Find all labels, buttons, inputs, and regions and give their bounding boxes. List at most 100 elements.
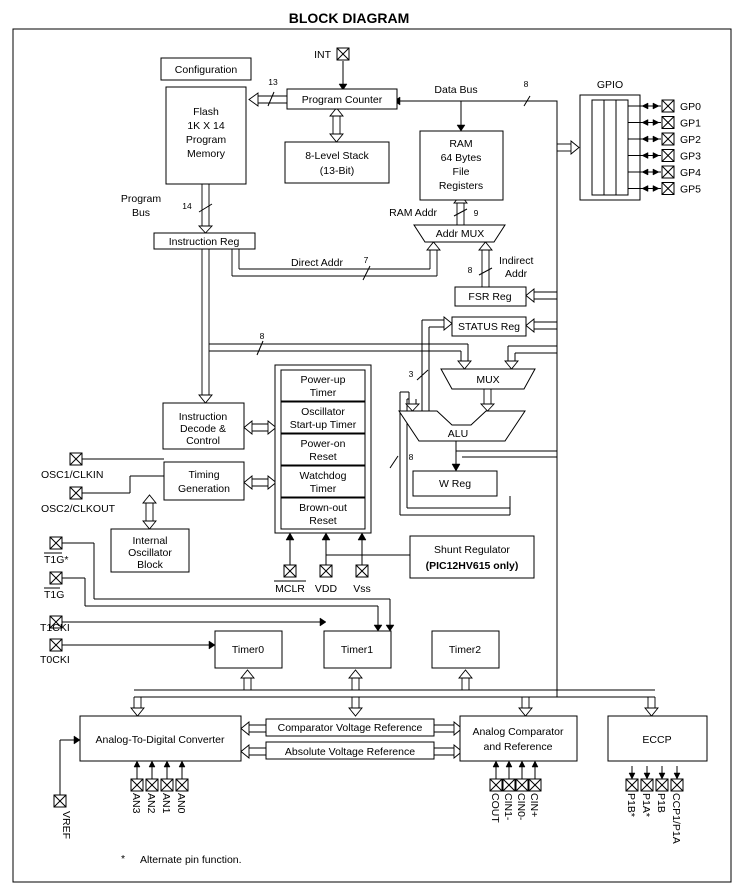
power-up-timer-label-1: Power-up [301, 374, 346, 386]
adc-arrow-2 [163, 760, 171, 768]
t0cki-label: T0CKI [40, 654, 70, 666]
flash-memory-block [165, 86, 247, 185]
osc2-pin [69, 486, 83, 500]
width-label-ram-addr: 9 [474, 208, 479, 218]
wires: 8 Data Bus 13 14 Program Bus 9 RAM Addr [59, 61, 659, 795]
configuration-label: Configuration [175, 64, 238, 76]
gpio-arrow-in-5 [641, 185, 649, 192]
mux-label: MUX [476, 374, 499, 386]
adc-arrow-0 [133, 760, 141, 768]
por-label-2: Reset [309, 451, 337, 463]
configuration-block [160, 57, 252, 81]
adc-arrow-1 [148, 760, 156, 768]
gpio-pin-gp5-cross-b [661, 182, 675, 195]
width-label-direct-addr: 7 [364, 255, 369, 265]
ram-label-3: File [453, 166, 470, 178]
adc-pin-2-cross-b [160, 778, 174, 792]
comp-pin-2-cross-b [515, 778, 529, 792]
flash-label-4: Memory [187, 148, 226, 160]
gpio-pin-label-gp1: GP1 [680, 118, 701, 130]
vref-label: VREF [60, 811, 72, 839]
diagram-title: BLOCK DIAGRAM [289, 10, 410, 26]
por-label-1: Power-on [301, 438, 346, 450]
gpio-arrow-in-1 [641, 119, 649, 126]
gpio-label: GPIO [597, 79, 623, 91]
gpio-pin-label-gp3: GP3 [680, 151, 701, 163]
gpio-arrow-in-3 [641, 152, 649, 159]
eccp-pin-3-cross-b [670, 778, 684, 792]
analog-comparator-label-2: and Reference [484, 741, 553, 753]
int-label: INT [314, 49, 332, 61]
program-bus-label-1: Program [121, 193, 162, 205]
eccp-pin-label-0: P1B* [625, 793, 637, 817]
vss-label: Vss [353, 583, 371, 595]
fsr-reg-label: FSR Reg [468, 291, 511, 303]
timer0-block [214, 630, 283, 669]
comp-arrow-1 [505, 760, 513, 768]
instruction-reg-label: Instruction Reg [169, 236, 240, 248]
gpio-pin-label-gp2: GP2 [680, 134, 701, 146]
ram-label-1: RAM [449, 138, 472, 150]
stack-label-1: 8-Level Stack [305, 150, 369, 162]
footnote-mark: * [121, 853, 125, 865]
indirect-addr-label-1: Indirect [499, 255, 534, 267]
program-counter-label: Program Counter [302, 94, 383, 106]
adc-pin-label-3: AN0 [175, 793, 187, 814]
gpio-arrow-in-0 [641, 102, 649, 110]
absolute-vref-label: Absolute Voltage Reference [285, 746, 415, 758]
data-bus-label: Data Bus [434, 84, 477, 96]
shunt-regulator-label-1: Shunt Regulator [434, 544, 510, 556]
eccp-arrow-0 [628, 772, 636, 780]
eccp-label: ECCP [642, 734, 671, 746]
vdd-pin [319, 564, 333, 578]
width-label-internal-bus: 8 [260, 331, 265, 341]
width-label-program-bus: 14 [182, 201, 192, 211]
gpio-arrow-out-4 [652, 168, 660, 176]
instruction-decode-label-3: Control [186, 435, 220, 447]
gpio-arrow-out-1 [652, 119, 660, 126]
power-up-timer-label-2: Timer [310, 387, 337, 399]
gpio-pin-gp2-cross-b [661, 132, 675, 146]
eccp-pin-2-cross-b [655, 778, 669, 792]
addr-mux-block [413, 224, 506, 243]
comp-arrow-2 [518, 760, 526, 768]
gpio-pin-gp4-cross-b [661, 165, 675, 179]
comp-pin-3-cross-b [528, 778, 542, 792]
bor-label-1: Brown-out [299, 502, 347, 514]
wdt-label-2: Timer [310, 483, 337, 495]
internal-osc-label-1: Internal [132, 535, 167, 547]
watchdog-timer-block [280, 465, 366, 498]
t0cki-pin [49, 638, 63, 652]
t1cki-label: T1CKI [40, 622, 70, 634]
instruction-reg-block [153, 232, 256, 250]
addr-mux-label: Addr MUX [436, 228, 484, 240]
adc-pin-label-0: AN3 [130, 793, 142, 814]
analog-comparator-label-1: Analog Comparator [472, 726, 564, 738]
width-label-w-bus: 8 [409, 452, 414, 462]
t1cki-pin [49, 615, 63, 629]
adc-pin-1-cross-b [145, 778, 159, 792]
eccp-pin-label-3: CCP1/P1A [670, 793, 682, 844]
program-bus-label-2: Bus [132, 207, 150, 219]
instruction-decode-label-2: Decode & [180, 423, 226, 435]
instruction-decode-label-1: Instruction [179, 411, 228, 423]
ram-label-4: Registers [439, 180, 483, 192]
ram-block [419, 130, 504, 201]
width-label-status-mux: 3 [409, 369, 414, 379]
eccp-pin-label-2: P1B [655, 793, 667, 813]
power-up-timer-block [280, 369, 366, 402]
gpio-arrow-out-0 [652, 102, 660, 110]
alu-block [398, 410, 526, 442]
osc2-label: OSC2/CLKOUT [41, 503, 116, 515]
gpio-pin-label-gp0: GP0 [680, 101, 701, 113]
timing-generation-label-2: Generation [178, 483, 230, 495]
alu-label: ALU [448, 428, 468, 440]
vdd-label: VDD [315, 583, 338, 595]
gpio-inner [591, 99, 629, 196]
power-on-reset-block [280, 433, 366, 466]
eccp-pin-1-cross-b [640, 778, 654, 792]
eccp-arrow-1 [643, 772, 651, 780]
eccp-pin-label-1: P1A* [640, 793, 652, 817]
timer1-label: Timer1 [341, 644, 373, 656]
